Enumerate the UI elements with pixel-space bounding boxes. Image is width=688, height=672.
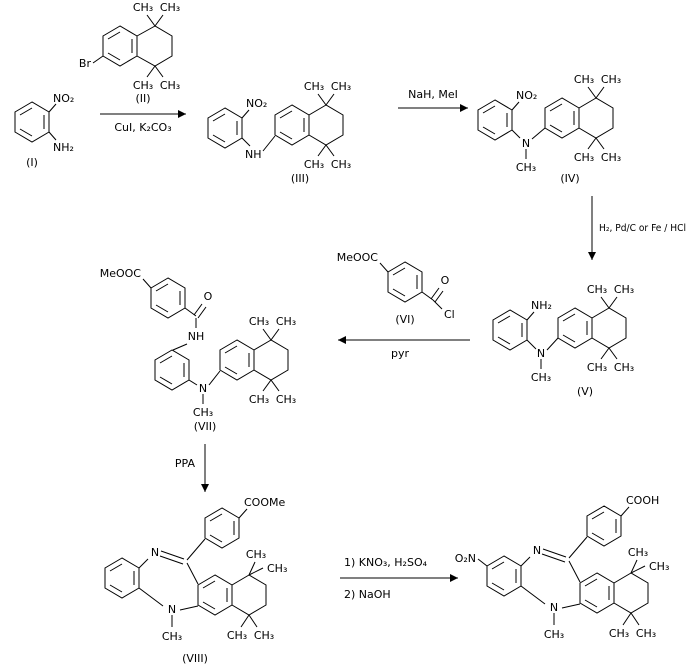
reagent-step4-label: pyr xyxy=(391,347,409,360)
methyl-label: CH₃ xyxy=(544,628,564,641)
methyl-label: CH₃ xyxy=(636,627,656,640)
methyl-label: CH₃ xyxy=(160,1,180,14)
methyl-label: CH₃ xyxy=(276,393,296,406)
compound-iv-bonds xyxy=(477,86,614,159)
methyl-label: CH₃ xyxy=(649,560,669,573)
nh-label: NH xyxy=(245,148,262,161)
compound-v-label: (V) xyxy=(577,385,593,398)
n-label: N xyxy=(151,546,159,559)
n-label: N xyxy=(533,544,541,557)
methyl-label: CH₃ xyxy=(133,1,153,14)
compound-ii-label: (II) xyxy=(135,92,150,105)
compound-final: O₂N N N CH₃ COOH CH₃ CH₃ CH₃ CH₃ xyxy=(455,494,670,641)
methyl-label: CH₃ xyxy=(574,73,594,86)
arrow-step2: NaH, MeI xyxy=(398,88,468,112)
methyl-label: CH₃ xyxy=(574,151,594,164)
methyl-label: CH₃ xyxy=(587,361,607,374)
o-label: O xyxy=(204,290,213,303)
compound-vi-label: (VI) xyxy=(395,313,414,326)
n-label: N xyxy=(168,603,176,616)
methyl-label: CH₃ xyxy=(601,73,621,86)
meooc-label: MeOOC xyxy=(100,267,142,280)
arrow-step4: pyr xyxy=(338,336,470,360)
coome-label: COOMe xyxy=(244,496,285,509)
methyl-label: CH₃ xyxy=(516,161,536,174)
meooc-label: MeOOC xyxy=(337,251,379,264)
arrow-step6: 1) KNO₃, H₂SO₄ 2) NaOH xyxy=(340,556,458,601)
methyl-label: CH₃ xyxy=(331,158,351,171)
nh-label: NH xyxy=(188,330,205,343)
nh2-label: NH₂ xyxy=(531,299,552,312)
methyl-label: CH₃ xyxy=(587,283,607,296)
compound-viii-bonds xyxy=(104,507,267,628)
arrow-step3: H₂, Pd/C or Fe / HCl xyxy=(588,196,686,260)
compound-vi-bonds xyxy=(379,261,444,310)
no2-label: NO₂ xyxy=(246,97,267,110)
no2-label: NO₂ xyxy=(53,92,74,105)
methyl-label: CH₃ xyxy=(331,80,351,93)
compound-viii: N N CH₃ COOMe CH₃ CH₃ CH₃ CH₃ (VIII) xyxy=(104,496,287,665)
n-label: N xyxy=(199,382,207,395)
br-label: Br xyxy=(79,57,92,70)
compound-vii-bonds xyxy=(142,277,289,404)
methyl-label: CH₃ xyxy=(276,315,296,328)
reagent-step2-label: NaH, MeI xyxy=(408,88,458,101)
n-label: N xyxy=(522,137,530,150)
compound-ii-bonds xyxy=(92,14,173,78)
methyl-label: CH₃ xyxy=(193,406,213,419)
compound-vi: MeOOC O Cl (VI) xyxy=(337,251,455,326)
compound-i: NO₂ NH₂ (I) xyxy=(14,92,74,169)
compound-vii: MeOOC O NH N CH₃ CH₃ CH₃ CH₃ CH₃ (VII) xyxy=(100,267,296,433)
methyl-label: CH₃ xyxy=(531,371,551,384)
compound-iv-label: (IV) xyxy=(560,172,579,185)
cl-label: Cl xyxy=(444,308,455,321)
methyl-label: CH₃ xyxy=(304,80,324,93)
methyl-label: CH₃ xyxy=(162,630,182,643)
reagent-step5-label: PPA xyxy=(175,457,196,470)
compound-iv: NO₂ N CH₃ CH₃ CH₃ CH₃ CH₃ (IV) xyxy=(477,73,621,185)
n-label: N xyxy=(550,601,558,614)
arrow-step5: PPA xyxy=(175,444,209,492)
methyl-label: CH₃ xyxy=(249,393,269,406)
methyl-label: CH₃ xyxy=(601,151,621,164)
compound-ii: CH₃ CH₃ CH₃ CH₃ Br (II) xyxy=(79,1,180,105)
reagent-step6b-label: 2) NaOH xyxy=(344,588,391,601)
reagent-step6a-label: 1) KNO₃, H₂SO₄ xyxy=(344,556,428,569)
methyl-label: CH₃ xyxy=(614,283,634,296)
cooh-label: COOH xyxy=(626,494,659,507)
reagent-step3-label: H₂, Pd/C or Fe / HCl xyxy=(599,223,686,234)
compound-iii-label: (III) xyxy=(291,172,309,185)
compound-final-bonds xyxy=(477,505,649,626)
methyl-label: CH₃ xyxy=(304,158,324,171)
methyl-label: CH₃ xyxy=(246,548,266,561)
n-label: N xyxy=(537,347,545,360)
methyl-label: CH₃ xyxy=(628,546,648,559)
o-label: O xyxy=(441,274,450,287)
compound-iii: NO₂ NH CH₃ CH₃ CH₃ CH₃ (III) xyxy=(207,80,351,185)
reagent-step1-label: CuI, K₂CO₃ xyxy=(114,121,171,134)
methyl-label: CH₃ xyxy=(160,79,180,92)
o2n-label: O₂N xyxy=(455,552,476,565)
no2-label: NO₂ xyxy=(516,89,537,102)
methyl-label: CH₃ xyxy=(609,627,629,640)
methyl-label: CH₃ xyxy=(133,79,153,92)
compound-i-label: (I) xyxy=(26,156,38,169)
arrow-step1: CuI, K₂CO₃ xyxy=(100,110,186,134)
compound-v-bonds xyxy=(492,296,627,369)
compound-v: NH₂ N CH₃ CH₃ CH₃ CH₃ CH₃ (V) xyxy=(492,283,634,398)
compound-viii-label: (VIII) xyxy=(182,652,208,665)
compound-vii-label: (VII) xyxy=(194,420,217,433)
methyl-label: CH₃ xyxy=(254,629,274,642)
methyl-label: CH₃ xyxy=(249,315,269,328)
methyl-label: CH₃ xyxy=(614,361,634,374)
nh2-label: NH₂ xyxy=(53,141,74,154)
compound-i-bonds xyxy=(14,101,57,143)
methyl-label: CH₃ xyxy=(267,562,287,575)
methyl-label: CH₃ xyxy=(227,629,247,642)
compound-iii-bonds xyxy=(207,93,344,157)
